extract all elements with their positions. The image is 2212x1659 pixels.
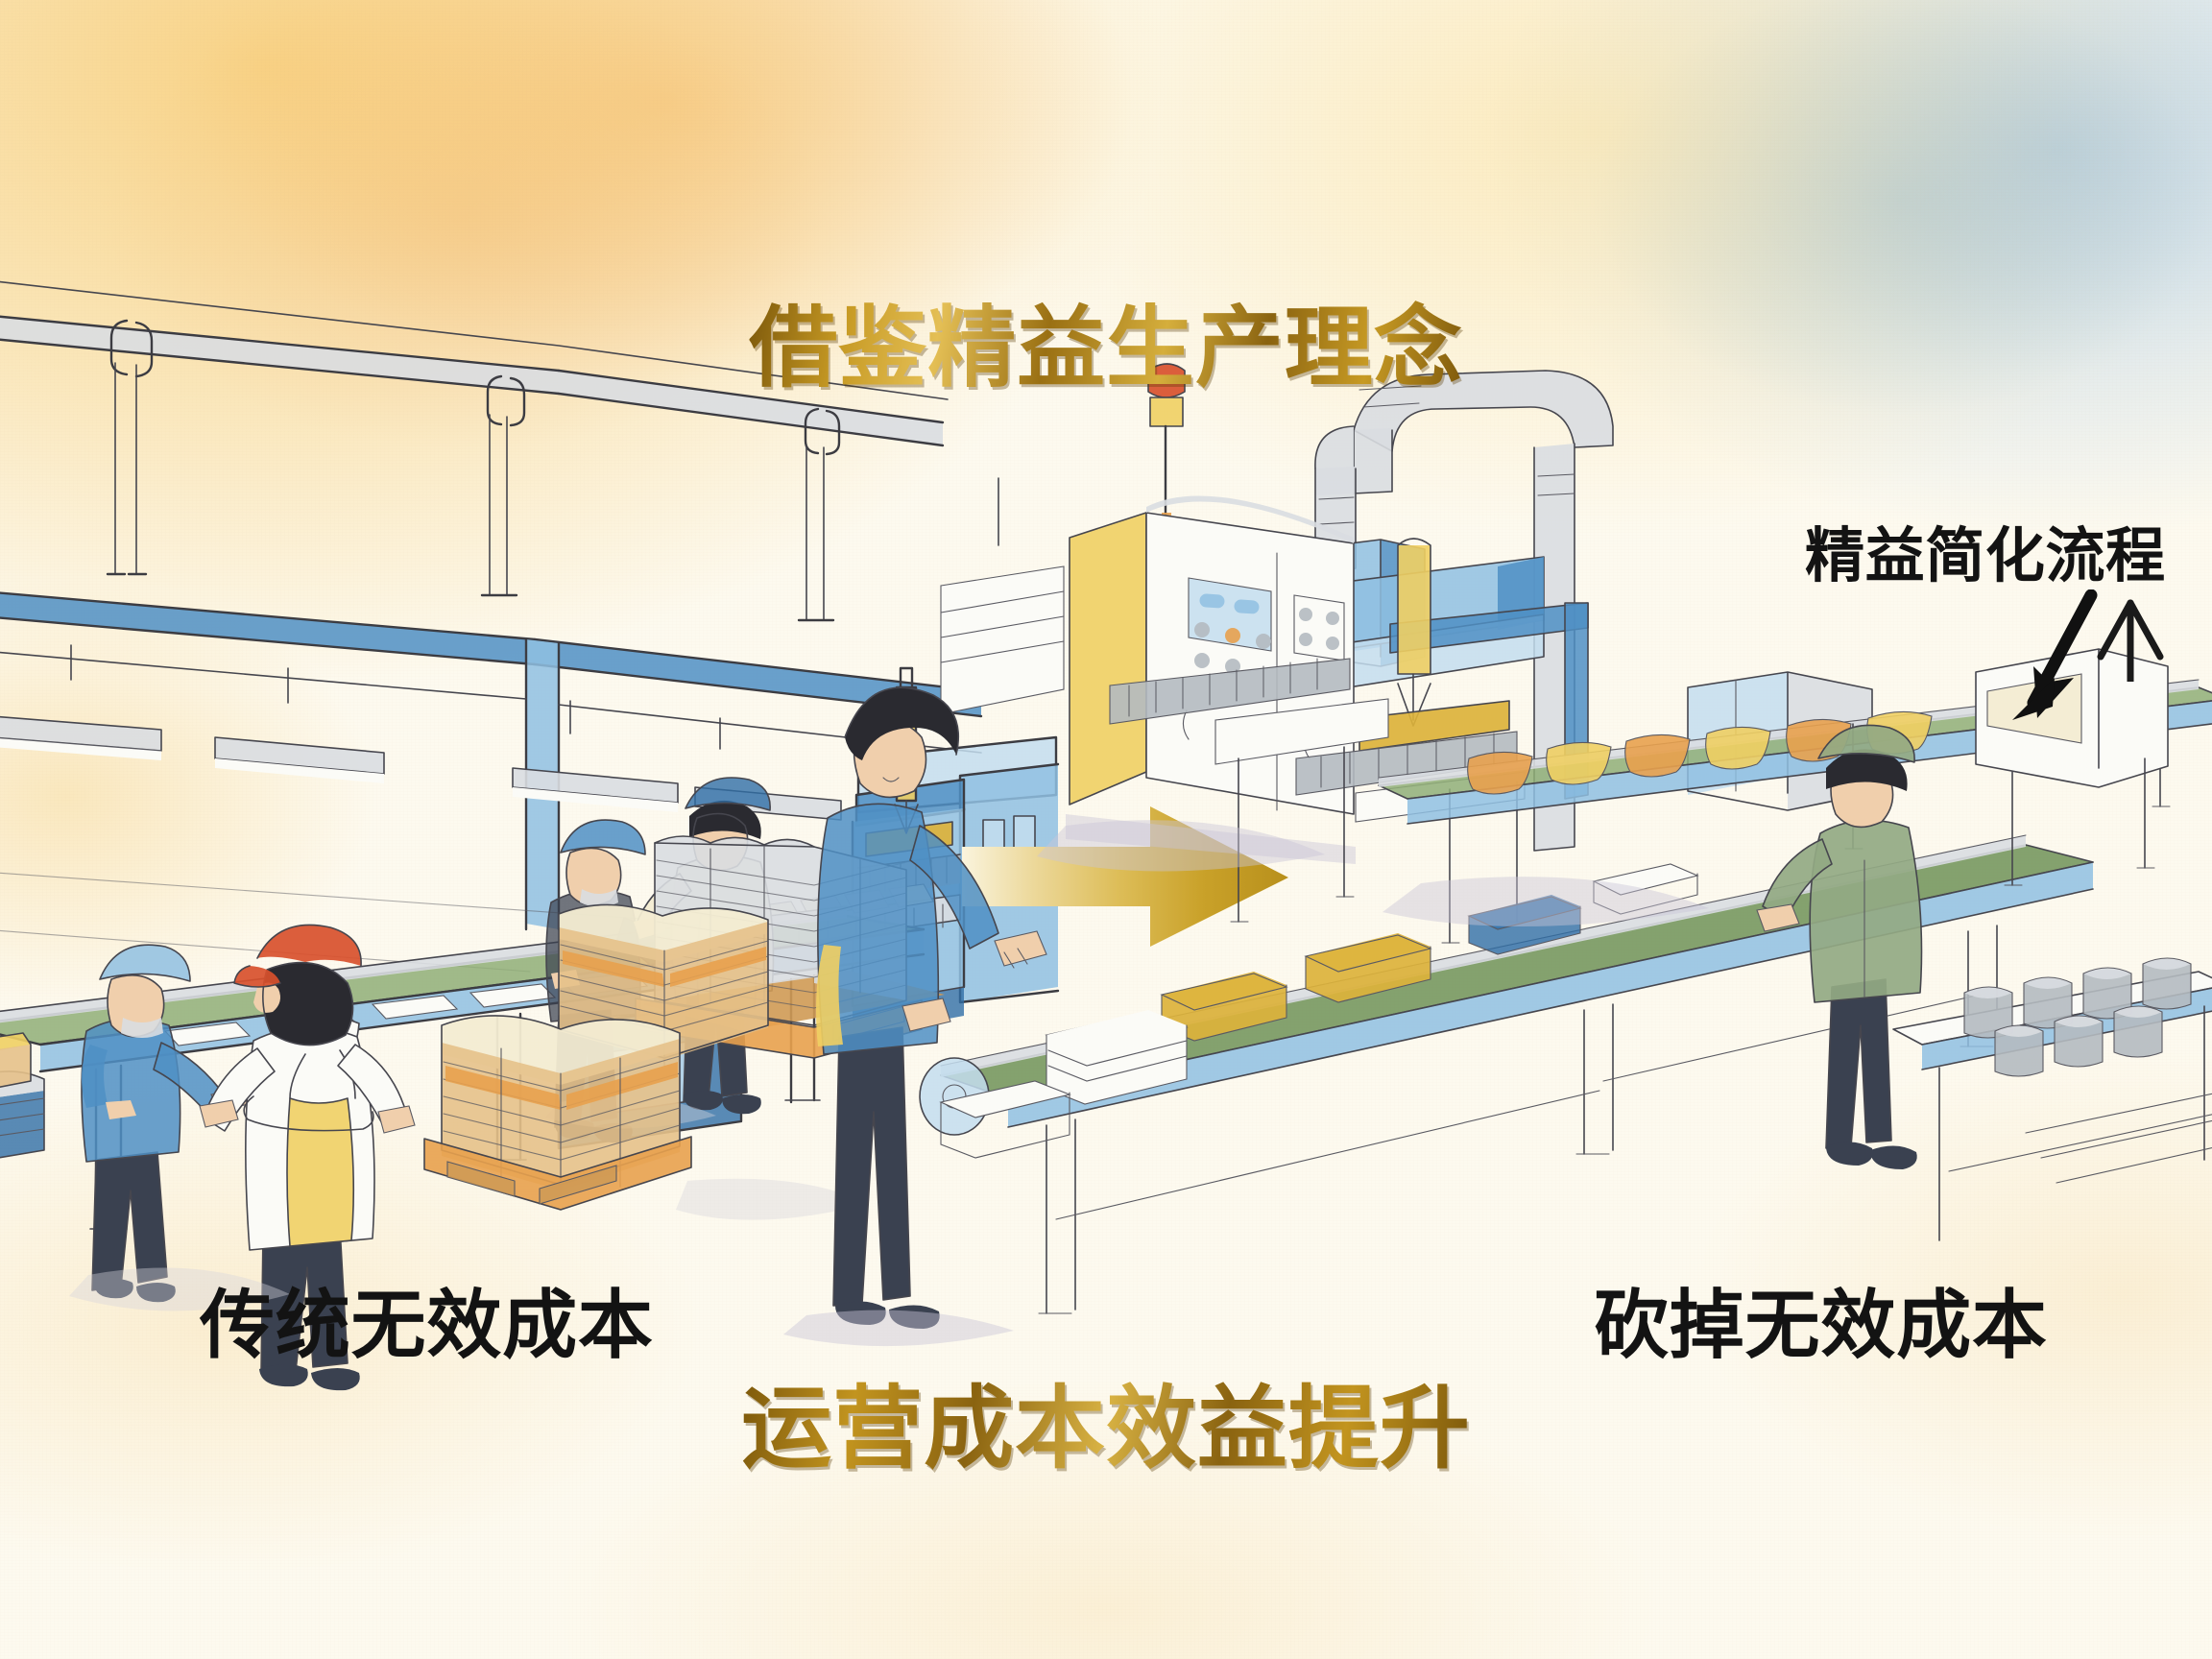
worker-lean-blue (816, 686, 1047, 1329)
pallet-tan-stack-front (423, 1015, 692, 1211)
up-arrow-icon (2097, 599, 2164, 682)
pointer-arrow-icon (2012, 589, 2098, 720)
right-arrow-icon (962, 806, 1288, 947)
label-traditional-cost: 传统无效成本 (200, 1282, 654, 1369)
worker-lean-green (1756, 724, 1923, 1169)
bottom-title: 运营成本效益提升 (741, 1356, 1471, 1486)
worker-blue-helmet (81, 944, 249, 1303)
ceiling-pipe-rails (0, 280, 999, 622)
page-title: 借鉴精益生产理念 (749, 276, 1462, 404)
lean-production-line-illustration (783, 363, 2212, 1347)
label-cut-cost: 砍掉无效成本 (1594, 1282, 2048, 1369)
worker-red-cap (199, 924, 416, 1391)
label-lean-process: 精益简化流程 (1805, 520, 2166, 590)
sheet-stack-left (940, 565, 1065, 715)
side-table-canisters (1892, 957, 2212, 1241)
